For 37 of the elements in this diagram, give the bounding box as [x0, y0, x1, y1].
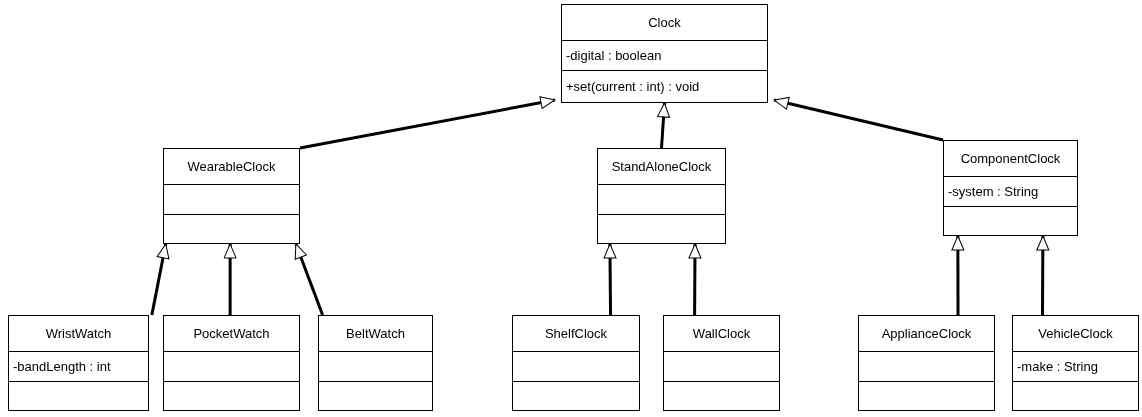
- class-name: WearableClock: [187, 158, 276, 175]
- generalization-arrow: [951, 235, 965, 315]
- class-box: [163, 315, 300, 411]
- attribute: -make : String: [1017, 358, 1098, 375]
- generalization-arrow: [294, 243, 324, 316]
- class-box: [512, 315, 640, 411]
- class-name: WallClock: [692, 325, 751, 342]
- class-name: WristWatch: [45, 325, 112, 342]
- class-name: StandAloneClock: [611, 158, 712, 175]
- generalization-arrow: [150, 243, 170, 316]
- generalization-arrow: [773, 96, 944, 142]
- generalization-arrow: [688, 243, 702, 315]
- class-name: ApplianceClock: [881, 325, 972, 342]
- class-box: [1012, 315, 1139, 411]
- attribute: -bandLength : int: [13, 358, 111, 375]
- class-box: [561, 4, 768, 103]
- generalization-arrow: [299, 96, 556, 150]
- generalization-arrow: [1036, 235, 1050, 315]
- generalization-arrow: [603, 243, 617, 315]
- class-box: [858, 315, 995, 411]
- class-box: [8, 315, 149, 411]
- class-name: PocketWatch: [193, 325, 270, 342]
- method: +set(current : int) : void: [566, 79, 700, 95]
- class-name: ComponentClock: [960, 150, 1061, 167]
- attribute: -digital : boolean: [566, 47, 662, 64]
- class-name: VehicleClock: [1038, 325, 1113, 342]
- generalization-arrow: [223, 243, 237, 315]
- class-box: [663, 315, 780, 411]
- class-name: BeltWatch: [346, 325, 405, 342]
- class-box: [163, 148, 300, 244]
- class-box: [318, 315, 433, 411]
- class-name: ShelfClock: [544, 325, 608, 342]
- generalization-arrow: [657, 102, 671, 149]
- attribute: -system : String: [948, 183, 1039, 200]
- class-box: [943, 140, 1078, 236]
- class-box: [597, 148, 726, 244]
- class-name: Clock: [648, 14, 681, 31]
